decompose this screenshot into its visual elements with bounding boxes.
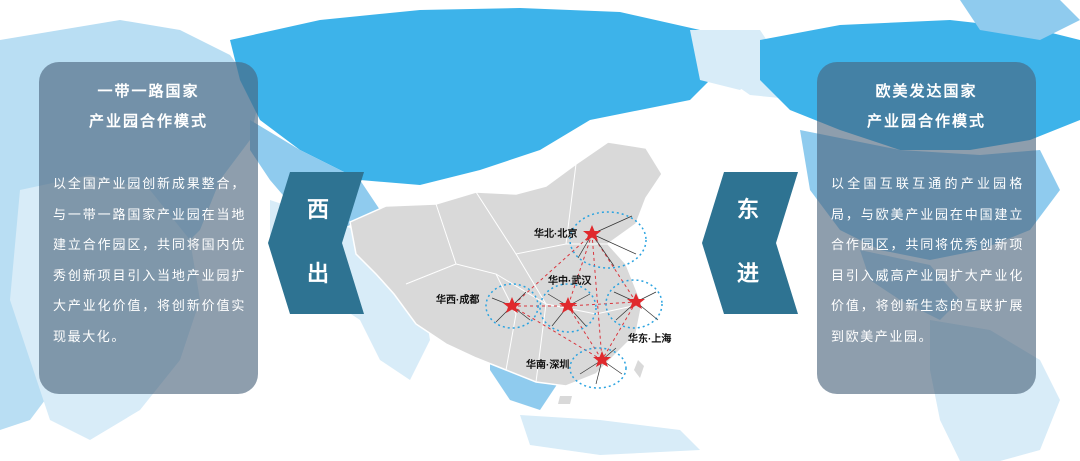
star-icon (503, 297, 521, 313)
euro-america-title: 欧美发达国家 产业园合作模式 (817, 76, 1036, 136)
hub-label-east: 华东·上海 (628, 334, 672, 345)
east-in-label: 东 进 (728, 178, 768, 306)
west-out-char1: 西 (306, 197, 329, 223)
east-in-char1: 东 (736, 197, 759, 223)
belt-road-panel: 一带一路国家 产业园合作模式 以全国产业园创新成果整合，与一带一路国家产业园在当… (39, 62, 258, 394)
taiwan-island (634, 360, 644, 378)
belt-road-title-line2: 产业园合作模式 (88, 112, 208, 130)
hub-west (485, 283, 539, 329)
euro-america-panel: 欧美发达国家 产业园合作模式 以全国互联互通的产业园格局，与欧美产业园在中国建立… (817, 62, 1036, 394)
hub-label-south: 华南·深圳 (526, 360, 570, 371)
east-in-char2: 进 (736, 261, 759, 287)
belt-road-body: 以全国产业园创新成果整合，与一带一路国家产业园在当地建立合作园区，共同将国内优秀… (53, 177, 246, 345)
star-icon (627, 293, 645, 309)
hub-north (569, 211, 647, 269)
hub-label-west: 华西·成都 (436, 295, 480, 306)
hub-central (539, 283, 597, 333)
east-in-arrow: 东 进 (702, 172, 798, 314)
hub-connections (511, 233, 637, 361)
belt-road-title: 一带一路国家 产业园合作模式 (39, 76, 258, 136)
euro-america-title-line2: 产业园合作模式 (866, 112, 986, 130)
hub-east (605, 279, 663, 329)
map-region-greenland (960, 0, 1080, 40)
star-icon (593, 351, 611, 367)
euro-america-body: 以全国互联互通的产业园格局，与欧美产业园在中国建立合作园区，共同将优秀创新项目引… (831, 177, 1024, 345)
chevron-left-icon (702, 172, 798, 314)
hub-label-central: 华中·武汉 (548, 276, 592, 287)
star-icon (559, 297, 577, 313)
map-region-indonesia (520, 415, 700, 455)
province-lines (405, 163, 643, 383)
west-out-arrow: 西 出 (268, 172, 364, 314)
belt-road-title-line1: 一带一路国家 (97, 82, 200, 100)
west-out-char2: 出 (306, 261, 329, 287)
chevron-left-icon (268, 172, 364, 314)
hainan-island (558, 396, 572, 404)
china-map (349, 141, 663, 404)
hub-label-north: 华北·北京 (534, 229, 578, 240)
china-outline (349, 141, 663, 387)
euro-america-title-line1: 欧美发达国家 (875, 82, 978, 100)
west-out-label: 西 出 (298, 178, 338, 306)
map-region-russia (230, 8, 720, 185)
star-icon (583, 225, 601, 241)
hub-south (569, 347, 627, 389)
